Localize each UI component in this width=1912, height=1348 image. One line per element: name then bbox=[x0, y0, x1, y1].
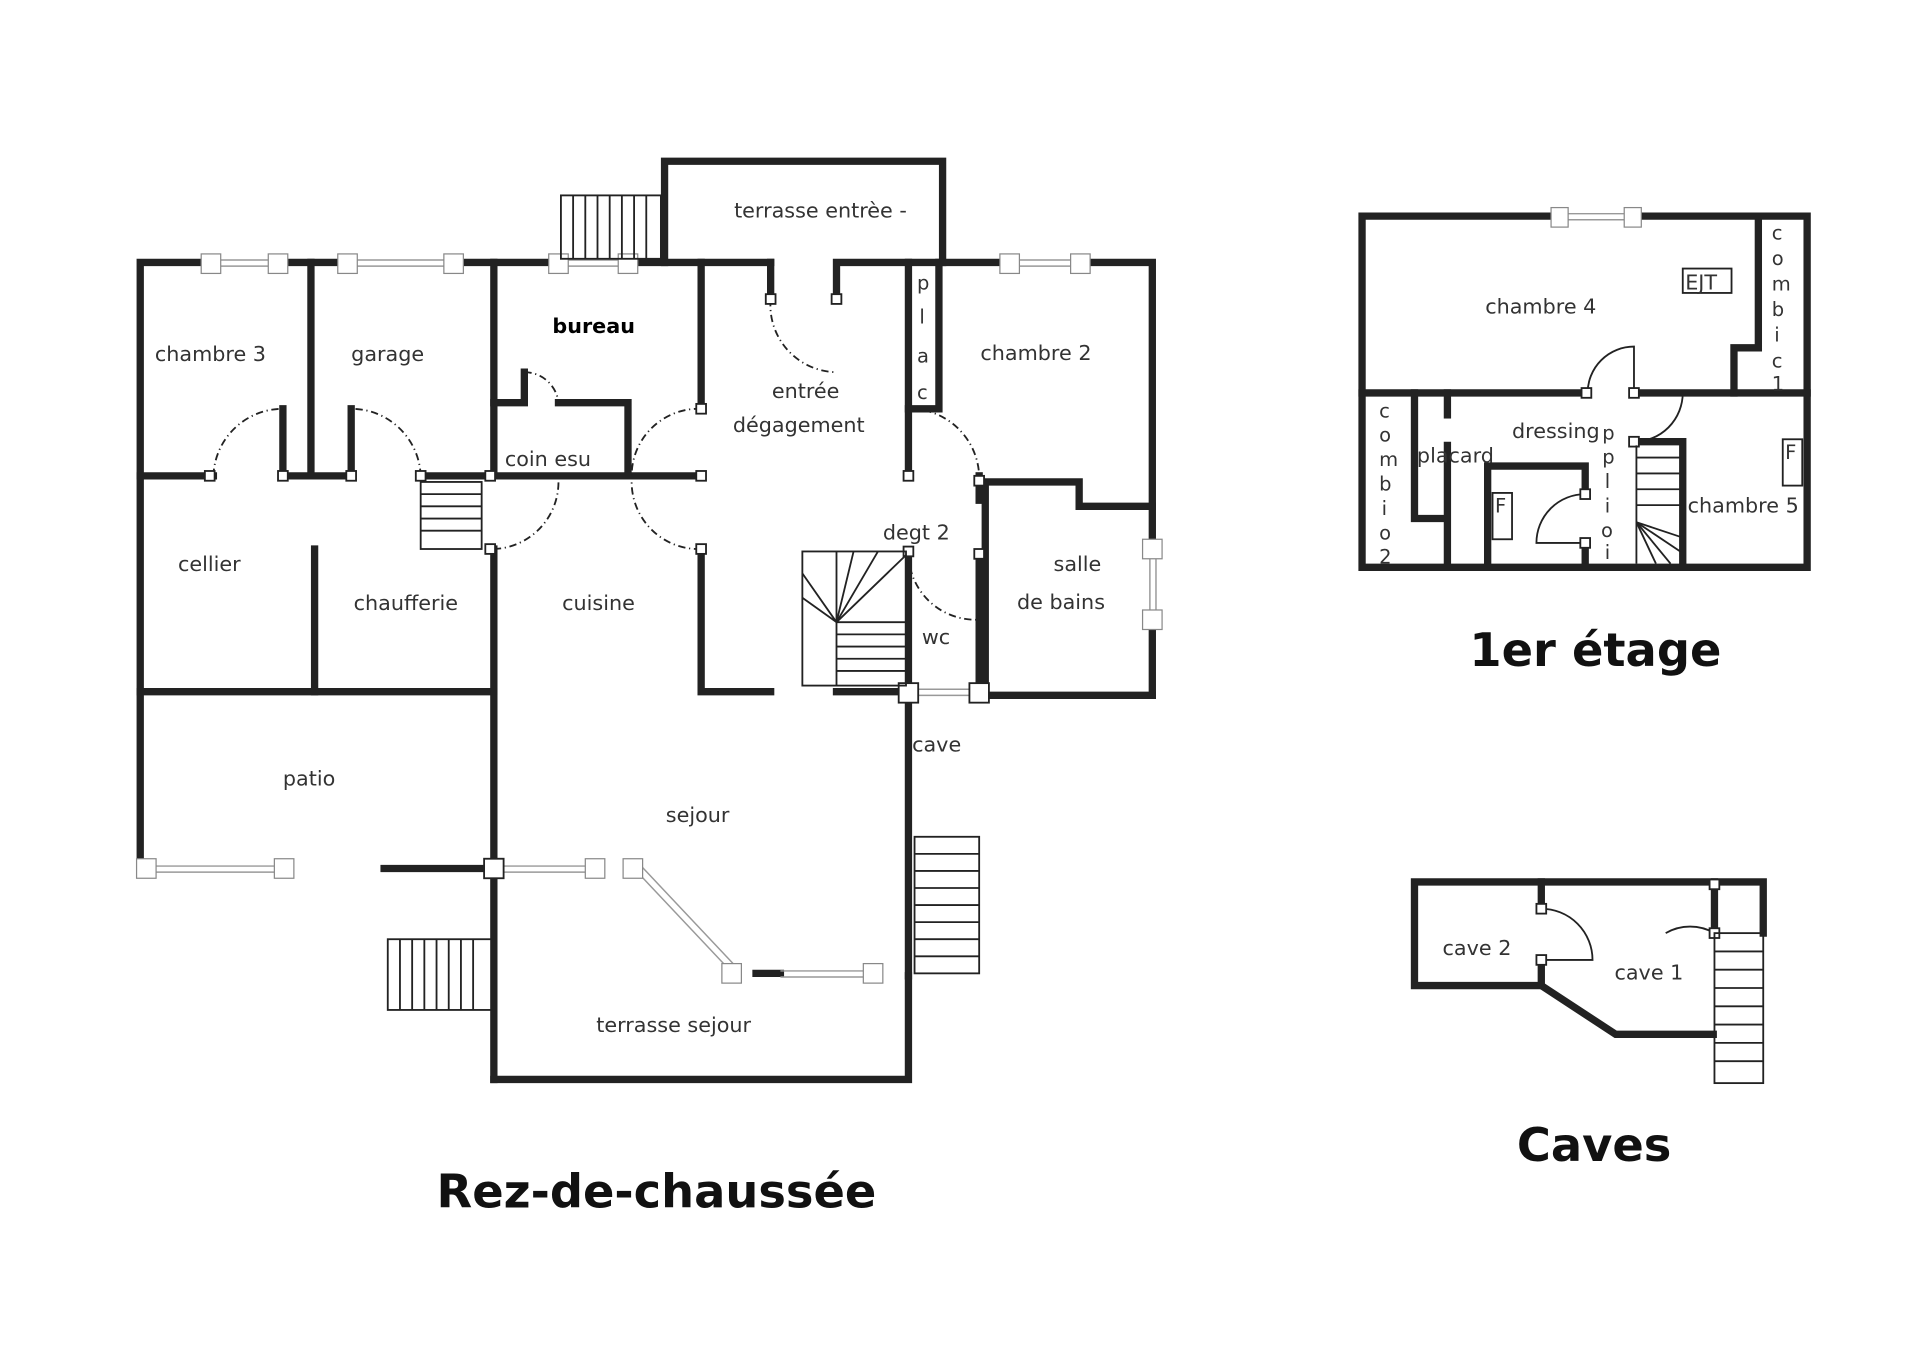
caves-stairs bbox=[1713, 932, 1765, 1085]
fire-box-2: F bbox=[1781, 438, 1804, 487]
letter: o bbox=[1379, 424, 1391, 447]
ejt-label: EJT bbox=[1685, 270, 1717, 294]
room-label-terrasse-entree: terrasse entrèe - bbox=[734, 198, 907, 222]
room-label-palier: p p l i o i bbox=[1601, 421, 1615, 564]
room-label-salle: salle bbox=[1054, 552, 1102, 576]
letter: p bbox=[1602, 446, 1614, 469]
ground-floor-doors bbox=[203, 293, 985, 621]
room-label-chambre-4: chambre 4 bbox=[1485, 295, 1596, 319]
f-label-1: F bbox=[1495, 494, 1506, 517]
room-label-placard: placard bbox=[1417, 443, 1494, 467]
stairs-cave bbox=[913, 835, 981, 975]
room-label-chambre-5: chambre 5 bbox=[1688, 493, 1799, 517]
ground-floor-stairs bbox=[386, 194, 981, 1011]
room-label-terrasse-sejour: terrasse sejour bbox=[596, 1013, 751, 1037]
room-label-degt-2: degt 2 bbox=[883, 520, 950, 544]
letter: o bbox=[1772, 247, 1784, 270]
ground-floor-walls bbox=[136, 157, 1156, 1084]
letter: c bbox=[1772, 221, 1783, 244]
letter: m bbox=[1379, 448, 1398, 471]
room-label-placard-c: c bbox=[917, 381, 928, 404]
letter: o bbox=[1379, 521, 1391, 544]
letter: 1 bbox=[1772, 372, 1784, 395]
letter: c bbox=[1772, 349, 1783, 372]
room-label-combio2: c o m b i o 2 bbox=[1379, 399, 1398, 568]
room-label-coin-esu: coin esu bbox=[505, 447, 591, 471]
room-label-patio: patio bbox=[283, 767, 335, 791]
room-label-combic1: c o m b i c 1 bbox=[1772, 221, 1791, 395]
room-label-chambre-3: chambre 3 bbox=[155, 342, 266, 366]
room-label-garage: garage bbox=[351, 342, 424, 366]
first-floor-window bbox=[1550, 206, 1642, 228]
caves-plan: cave 2 cave 1 Caves bbox=[1410, 878, 1767, 1172]
floor-title-ground: Rez-de-chaussée bbox=[437, 1164, 877, 1218]
stairs-entry bbox=[560, 194, 662, 260]
letter: 2 bbox=[1379, 546, 1391, 569]
letter: b bbox=[1379, 472, 1391, 495]
floor-title-caves: Caves bbox=[1517, 1118, 1671, 1172]
room-label-cave-1: cave 1 bbox=[1614, 960, 1683, 984]
room-label-chambre-2: chambre 2 bbox=[980, 341, 1091, 365]
letter: i bbox=[1605, 494, 1610, 517]
letter: o bbox=[1601, 519, 1613, 542]
room-label-placard-a: a bbox=[917, 344, 929, 367]
first-floor-stairs bbox=[1635, 445, 1681, 565]
room-label-placard-l: l bbox=[919, 305, 924, 328]
room-label-cave: cave bbox=[912, 732, 961, 756]
letter: m bbox=[1772, 273, 1791, 296]
ground-floor-plan: terrasse entrèe - chambre 3 garage burea… bbox=[135, 157, 1163, 1218]
letter: i bbox=[1774, 324, 1779, 347]
stairs-degt2 bbox=[801, 550, 907, 687]
letter: c bbox=[1379, 399, 1390, 422]
f-label-2: F bbox=[1785, 441, 1796, 464]
first-floor-plan: EJT F F chambre 4 c o m b i c 1 c o m b … bbox=[1358, 206, 1811, 677]
first-floor-walls bbox=[1358, 212, 1811, 571]
room-label-wc: wc bbox=[922, 625, 950, 649]
room-label-cave-2: cave 2 bbox=[1443, 936, 1512, 960]
room-label-placard-p: p bbox=[917, 271, 929, 294]
caves-doors bbox=[1535, 878, 1721, 966]
room-label-cuisine: cuisine bbox=[562, 591, 635, 615]
caves-walls bbox=[1410, 878, 1767, 1038]
room-label-degagement: dégagement bbox=[733, 413, 865, 437]
room-label-cellier: cellier bbox=[178, 552, 241, 576]
room-label-chaufferie: chaufferie bbox=[354, 591, 458, 615]
room-label-de-bains: de bains bbox=[1017, 590, 1105, 614]
fire-box-1: F bbox=[1491, 492, 1513, 541]
room-label-dressing: dressing bbox=[1512, 419, 1600, 443]
room-label-entree: entrée bbox=[772, 379, 840, 403]
letter: l bbox=[1605, 470, 1610, 493]
letter: i bbox=[1605, 541, 1610, 564]
floor-title-first: 1er étage bbox=[1469, 623, 1721, 677]
letter: b bbox=[1772, 298, 1784, 321]
letter: i bbox=[1382, 497, 1387, 520]
ejt-box: EJT bbox=[1681, 267, 1733, 294]
room-label-sejour: sejour bbox=[666, 803, 730, 827]
room-label-bureau: bureau bbox=[552, 314, 635, 338]
stairs-coin-esu bbox=[419, 481, 483, 550]
first-floor-doors bbox=[1535, 345, 1684, 549]
stairs-terrace bbox=[386, 938, 493, 1011]
letter: p bbox=[1602, 421, 1614, 444]
